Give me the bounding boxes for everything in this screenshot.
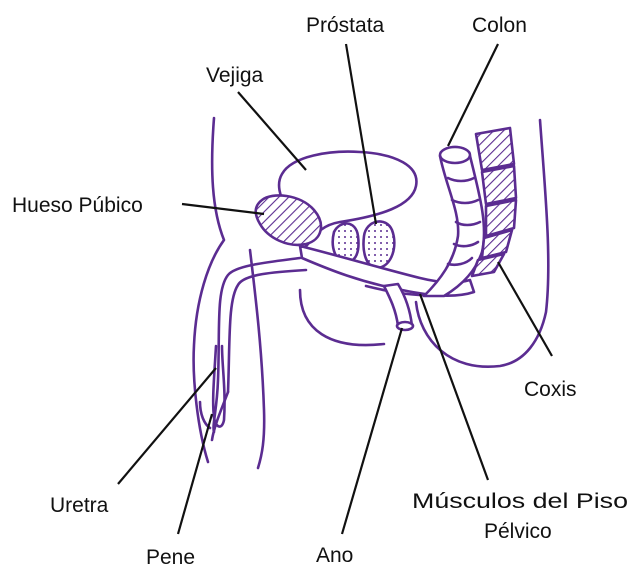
leader-hueso-pubico — [182, 204, 264, 214]
label-coxis: Coxis — [524, 378, 577, 401]
label-uretra: Uretra — [50, 494, 109, 517]
leader-coxis — [498, 262, 552, 356]
anus-opening — [397, 322, 413, 330]
colon-opening — [440, 147, 470, 163]
label-hueso-pubico: Hueso Púbico — [12, 194, 143, 217]
label-ano: Ano — [316, 544, 353, 567]
prostate-shape — [364, 221, 395, 268]
label-pene: Pene — [146, 546, 195, 569]
label-musculos-line1: Músculos del Piso — [412, 490, 628, 513]
label-vejiga: Vejiga — [206, 64, 264, 87]
leader-uretra — [118, 368, 216, 484]
leader-ano — [342, 328, 402, 534]
label-musculos-line2: Pélvico — [484, 520, 552, 543]
leader-pene — [178, 414, 212, 534]
label-colon: Colon — [472, 14, 527, 37]
leader-vejiga — [238, 92, 306, 170]
label-prostata: Próstata — [306, 14, 385, 37]
leader-lines — [118, 44, 552, 534]
leader-musculos — [420, 294, 488, 480]
